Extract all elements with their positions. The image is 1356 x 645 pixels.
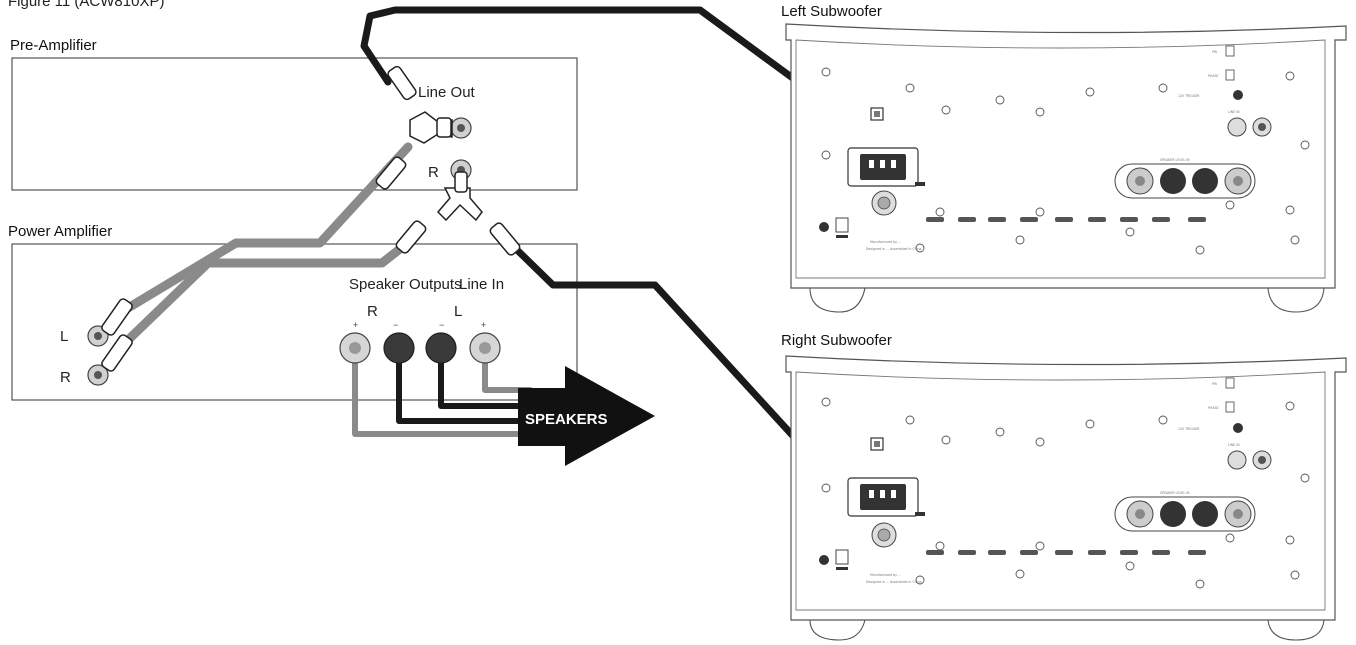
pre-amplifier-box (11, 57, 578, 191)
speakers-label: SPEAKERS (525, 411, 608, 428)
right-subwoofer-title: Right Subwoofer (781, 332, 892, 349)
svg-text:+: + (353, 320, 358, 330)
speaker-wire-l-minus (438, 349, 533, 409)
speaker-wire-l-plus (482, 349, 533, 393)
left-sub-phase-label: PHASE (1208, 74, 1219, 78)
line-in-label: Line In (459, 276, 504, 293)
right-sub-speaker-level-label: SPEAKER LEVEL IN (1160, 491, 1190, 495)
right-sub-designed-by: Designed in ... Assembled in China (866, 580, 922, 584)
svg-text:+: + (481, 320, 486, 330)
speaker-post-r-minus (383, 332, 415, 364)
speaker-wire-r-minus (396, 349, 533, 424)
grey-cable-left-channel (123, 142, 413, 313)
grey-cable-right-channel (121, 240, 410, 347)
speaker-outputs-label: Speaker Outputs (349, 276, 462, 293)
right-sub-pw-label: PW (1212, 382, 1218, 386)
left-sub-designed-by: Designed in ... Assembled in China (866, 247, 922, 251)
left-sub-pw-label: PW (1212, 50, 1218, 54)
power-amp-jack-r (87, 364, 109, 386)
polarity-marks: + − − + (353, 320, 486, 330)
left-sub-line-in-label: LINE IN (1228, 110, 1240, 114)
power-amp-r-label: R (60, 369, 71, 386)
left-sub-trigger-label: 12V TRIGGER (1178, 94, 1200, 98)
left-subwoofer: Manufactured by ... Designed in ... Asse… (785, 23, 1347, 313)
svg-text:−: − (393, 320, 398, 330)
right-subwoofer: Manufactured by ... Designed in ... Asse… (785, 355, 1347, 641)
pre-amp-r-label: R (428, 164, 439, 181)
rca-plugs (101, 65, 1219, 469)
speaker-post-l-minus (425, 332, 457, 364)
right-sub-trigger-label: 12V TRIGGER (1178, 427, 1200, 431)
left-subwoofer-title: Left Subwoofer (781, 3, 882, 20)
speaker-post-l-plus (469, 332, 501, 364)
speakers-arrow: SPEAKERS (518, 366, 655, 466)
left-sub-speaker-level-label: SPEAKER LEVEL IN (1160, 158, 1190, 162)
pre-amplifier-title: Pre-Amplifier (10, 37, 97, 54)
right-sub-made-by: Manufactured by ... (870, 573, 901, 577)
right-sub-line-in-label: LINE IN (1228, 443, 1240, 447)
speaker-l-label: L (454, 303, 462, 320)
power-amplifier-title: Power Amplifier (8, 223, 112, 240)
left-sub-made-by: Manufactured by ... (870, 240, 901, 244)
speaker-post-r-plus (339, 332, 371, 364)
svg-text:−: − (439, 320, 444, 330)
pre-amp-jack-l (450, 117, 472, 139)
speaker-wire-r-plus (352, 349, 533, 437)
line-out-label: Line Out (418, 84, 476, 101)
speaker-r-label: R (367, 303, 378, 320)
power-amp-l-label: L (60, 328, 68, 345)
figure-caption: Figure 11 (ACW810XP) (8, 0, 164, 10)
right-sub-phase-label: PHASE (1208, 406, 1219, 410)
